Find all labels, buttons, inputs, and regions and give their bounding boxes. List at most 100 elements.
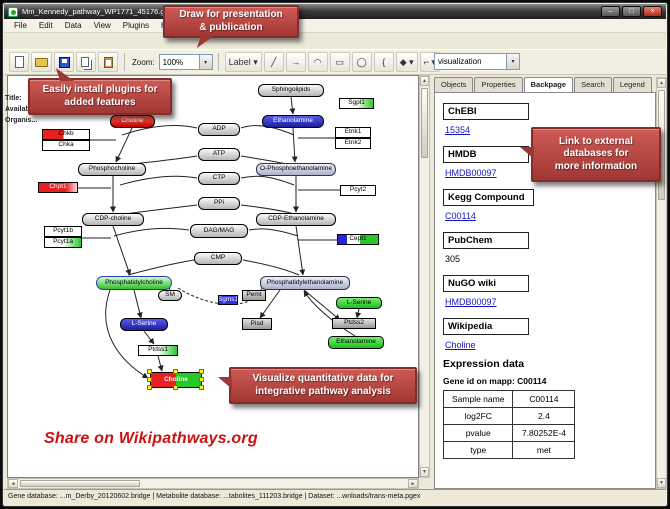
pathway-node-cept1[interactable]: Cept1 [337, 234, 379, 245]
pathway-node-etnk2[interactable]: Etnk2 [335, 138, 371, 149]
pathway-node-phosphatidylcholine[interactable]: Phosphatidylcholine [96, 276, 172, 290]
scrollbar-thumb[interactable] [421, 88, 428, 158]
oval-tool[interactable]: ◯ [351, 52, 372, 72]
pathway-node-dag-mag[interactable]: DAG/MAG [190, 224, 248, 238]
arc-tool[interactable]: ◠ [307, 52, 328, 72]
pathway-node-sphingolipids[interactable]: Sphingolipids [258, 84, 324, 97]
menu-view[interactable]: View [93, 21, 111, 30]
scroll-up-icon[interactable]: ▲ [420, 76, 429, 86]
selection-handle[interactable] [199, 377, 204, 382]
line-tool[interactable]: ╱ [263, 52, 284, 72]
pathway-node-pcyt1a[interactable]: Pcyt1a [44, 237, 82, 248]
menu-data[interactable]: Data [64, 21, 82, 30]
info-availability-label: Availab... [5, 106, 36, 113]
window-title: Mm_Kennedy_pathway_WP1771_45176.gpml [22, 7, 177, 16]
rectangle-tool[interactable]: ▭ [329, 52, 350, 72]
xref-value-hmdb[interactable]: HMDB00097 [445, 168, 497, 178]
selection-handle[interactable] [199, 369, 204, 374]
chevron-down-icon[interactable]: ▾ [198, 55, 212, 69]
tab-search[interactable]: Search [574, 77, 612, 92]
tab-properties[interactable]: Properties [474, 77, 523, 92]
tab-legend[interactable]: Legend [612, 77, 652, 92]
menu-edit[interactable]: Edit [38, 21, 53, 30]
pathway-node-ppi[interactable]: PPi [198, 197, 240, 210]
pathway-node-adp[interactable]: ADP [198, 123, 240, 136]
selection-handle[interactable] [147, 377, 152, 382]
pathway-node-l-serine[interactable]: L-Serine [120, 318, 168, 331]
info-title-label: Title: [5, 95, 22, 102]
brace-tool[interactable]: { [373, 52, 394, 72]
pathway-node-pcyt2[interactable]: Pcyt2 [340, 185, 376, 196]
pathway-node-ethanolamine[interactable]: Ethanolamine [328, 336, 384, 349]
pathway-node-ethanolamine[interactable]: Ethanolamine [262, 115, 324, 128]
scroll-right-icon[interactable]: ► [408, 479, 418, 488]
pathway-node-atp[interactable]: ATP [198, 148, 240, 161]
pathway-node-ptdss1[interactable]: Ptdss1 [138, 345, 178, 356]
maximize-button[interactable]: □ [622, 6, 641, 17]
scroll-left-icon[interactable]: ◄ [8, 479, 18, 488]
pathway-node-chkb[interactable]: Chkb [42, 129, 90, 140]
xref-value-kegg-compound[interactable]: C00114 [445, 211, 476, 221]
pathway-node-cmp[interactable]: CMP [194, 252, 242, 265]
pathway-node-choline[interactable]: Choline [110, 115, 155, 128]
selection-handle[interactable] [173, 385, 178, 390]
shapes-tool[interactable]: ◆ ▾ [395, 52, 418, 72]
pathway-node-phosphatidylethanolamine[interactable]: Phosphatidylethanolamine [260, 276, 350, 290]
canvas-horizontal-scrollbar[interactable]: ◄ ► [7, 478, 419, 489]
selection-handle[interactable] [147, 385, 152, 390]
xref-value-wikipedia[interactable]: Choline [445, 340, 476, 350]
table-cell: pvalue [442, 424, 514, 442]
pathway-node-pisd[interactable]: Pisd [242, 318, 272, 330]
xref-value-nugo-wiki[interactable]: HMDB00097 [445, 297, 497, 307]
pathway-node-phosphocholine[interactable]: Phosphocholine [78, 163, 146, 176]
pathway-node-sgpl1[interactable]: Sgpl1 [339, 98, 374, 109]
pathway-node-chka[interactable]: Chka [42, 140, 90, 151]
zoom-combobox[interactable]: 100% ▾ [158, 54, 213, 70]
new-button[interactable] [9, 52, 29, 72]
pathway-node-ptdss2[interactable]: Ptdss2 [332, 318, 376, 329]
visualization-combobox[interactable]: visualization ▾ [434, 53, 520, 70]
pathway-node-ctp[interactable]: CTP [198, 172, 240, 185]
save-button[interactable] [54, 52, 74, 72]
chevron-down-icon[interactable]: ▾ [506, 54, 519, 69]
pathway-node-l-serine[interactable]: L-Serine [336, 297, 382, 309]
pathway-node-sm[interactable]: SM [158, 290, 182, 301]
pathway-node-o-phosphoethanolamine[interactable]: O-Phosphoethanolamine [256, 163, 336, 176]
copy-button[interactable] [76, 52, 96, 72]
scroll-up-icon[interactable]: ▲ [657, 78, 666, 88]
pathway-node-pcyt1b[interactable]: Pcyt1b [44, 226, 82, 237]
scrollbar-thumb[interactable] [20, 480, 140, 487]
callout-text: Draw for presentation [179, 9, 283, 20]
pathway-node-sgms1[interactable]: Sgms1 [218, 295, 238, 305]
scroll-down-icon[interactable]: ▼ [420, 467, 429, 477]
open-button[interactable] [31, 52, 52, 72]
tab-backpage[interactable]: Backpage [523, 77, 574, 92]
pathway-node-chpt1[interactable]: Chpt1 [38, 182, 78, 193]
selection-handle[interactable] [173, 369, 178, 374]
pathway-node-pemt[interactable]: Pemt [242, 290, 266, 301]
pathway-node-cdp-choline[interactable]: CDP-choline [82, 213, 144, 226]
selection-handle[interactable] [147, 369, 152, 374]
close-button[interactable]: × [643, 6, 662, 17]
minimize-button[interactable]: – [601, 6, 620, 17]
label-tool[interactable]: Label ▾ [224, 52, 262, 72]
menu-file[interactable]: File [14, 21, 27, 30]
menu-plugins[interactable]: Plugins [122, 21, 150, 30]
scroll-down-icon[interactable]: ▼ [657, 478, 666, 488]
new-icon [14, 56, 24, 68]
tab-objects[interactable]: Objects [434, 77, 474, 92]
xref-value-chebi[interactable]: 15354 [445, 125, 471, 135]
paste-button[interactable] [98, 52, 118, 72]
canvas-vertical-scrollbar[interactable]: ▲ ▼ [419, 75, 430, 478]
pathway-node-cdp-ethanolamine[interactable]: CDP-Ethanolamine [256, 213, 336, 226]
pathway-node-etnk1[interactable]: Etnk1 [335, 127, 371, 138]
arrow-tool[interactable]: → [285, 52, 306, 72]
title-bar: Mm_Kennedy_pathway_WP1771_45176.gpml –□× [4, 4, 666, 19]
selection-handle[interactable] [199, 385, 204, 390]
